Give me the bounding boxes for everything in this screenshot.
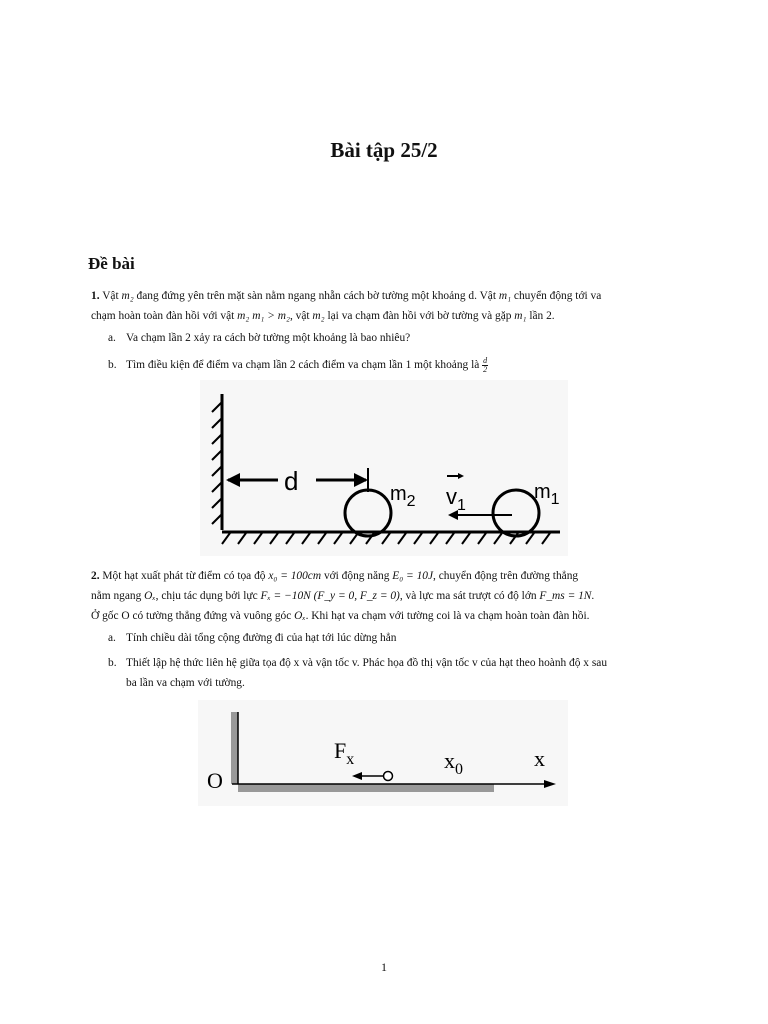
text-run: nằm ngang [91, 590, 145, 602]
figure-background [200, 380, 568, 556]
text-run: , và lực ma sát trượt có độ lớn [399, 590, 540, 602]
wall-hatching [211, 401, 223, 525]
item-text: Thiết lập hệ thức liên hệ giữa tọa độ x … [126, 657, 608, 669]
item-text: Tính chiều dài tổng cộng đường đi của hạ… [126, 632, 397, 644]
text-run: , chuyển động trên đường thẳng [433, 570, 579, 582]
text-run: đang đứng yên trên mặt sàn nằm ngang nhẵ… [133, 290, 499, 302]
item-label: a. [108, 632, 116, 644]
math-run: E₀ = 10J [392, 570, 434, 582]
text-run: , vật [289, 310, 313, 322]
math-run: m₂ [121, 290, 134, 302]
page-title: Bài tập 25/2 [330, 138, 438, 162]
text-run: . [591, 590, 595, 602]
ball-m1 [491, 488, 541, 538]
text-run: lại va chạm đàn hồi với bờ tường và gặp [324, 310, 515, 322]
item-text: Tìm điều kiện để điểm va chạm lần 2 cách… [126, 359, 483, 371]
math-run: m₂ [312, 310, 325, 322]
fraction-numerator: d [482, 355, 489, 366]
text-run: Ở gốc O có tường thẳng đứng và vuông góc [91, 610, 295, 622]
math-run: Oₓ [294, 610, 306, 622]
x-axis-arrow [544, 780, 556, 788]
list-item: a. Va chạm lần 2 xảy ra cách bờ tường một… [108, 328, 679, 348]
label-fx-sub: x [346, 751, 354, 768]
label-m1-main: m [534, 481, 551, 503]
label-fx: Fx [334, 738, 354, 768]
problem-number: 2. [91, 570, 100, 582]
math-run: m₁ [498, 290, 512, 302]
item-label: b. [108, 657, 117, 669]
vector-bar-tip [458, 473, 464, 479]
problem-2-text: 2. Một hạt xuất phát từ điểm có tọa độ x… [91, 566, 679, 626]
label-d: d [284, 466, 298, 496]
floor-shading [238, 784, 494, 792]
label-m1-sub: 1 [551, 491, 560, 508]
math-run: Oₓ [144, 590, 156, 602]
label-m2-sub: 2 [407, 493, 416, 510]
text-run: chạm hoàn toàn đàn hồi với vật [91, 310, 238, 322]
wall-shading [231, 712, 238, 784]
text-run: , chịu tác dụng bởi lực [155, 590, 261, 602]
list-item: b. Tìm điều kiện để điểm va chạm lần 2 cá… [108, 355, 679, 375]
figure-2: O Fx x0 x [198, 700, 568, 806]
text-run: chuyển động tới va [511, 290, 602, 302]
label-m2-main: m [390, 483, 407, 505]
particle [382, 770, 394, 782]
text-run: lần 2. [526, 310, 555, 322]
label-v1: v1 [446, 484, 466, 514]
math-run: Fₓ = −10N (F_y = 0, F_z = 0) [260, 590, 400, 602]
label-x-axis: x [534, 746, 545, 771]
label-x0-main: x [444, 748, 455, 773]
math-run: m₂ m₁ > m₂ [237, 310, 290, 322]
label-m2: m2 [390, 483, 416, 510]
problem-number: 1. [91, 290, 100, 302]
label-origin: O [207, 768, 223, 793]
label-v1-main: v [446, 484, 457, 509]
force-arrow-head [352, 772, 362, 780]
page-number: 1 [381, 960, 387, 974]
item-text: Va chạm lần 2 xảy ra cách bờ tường một k… [126, 332, 411, 344]
label-x0: x0 [444, 748, 463, 778]
ball-m2 [343, 488, 393, 538]
label-x0-sub: 0 [455, 761, 463, 778]
list-item: a. Tính chiều dài tổng cộng đường đi của … [108, 628, 679, 648]
text-run: Một hạt xuất phát từ điểm có tọa độ [99, 570, 269, 582]
text-run: Vật [102, 290, 122, 302]
problem-1-text: 1. Vật m₂ đang đứng yên trên mặt sàn nằm… [91, 286, 679, 326]
distance-arrow-right [354, 473, 368, 487]
label-fx-main: F [334, 738, 346, 763]
math-run: m₁ [514, 310, 527, 322]
fraction-denominator: 2 [483, 364, 488, 374]
label-v1-sub: 1 [457, 497, 466, 514]
math-run: x₀ = 100cm [268, 570, 322, 582]
velocity-arrow-head [448, 510, 458, 520]
section-heading: Đề bài [88, 254, 135, 273]
item-label: b. [108, 359, 117, 371]
label-m1: m1 [534, 481, 560, 508]
text-run: . Khi hạt va chạm với tường coi là va ch… [305, 610, 590, 622]
distance-arrow-left [226, 473, 240, 487]
list-item: b. Thiết lập hệ thức liên hệ giữa tọa độ … [108, 653, 679, 693]
math-run: F_ms = 1N [539, 590, 592, 602]
item-text-continued: ba lần va chạm với tường. [126, 677, 245, 689]
text-run: với động năng [321, 570, 393, 582]
item-label: a. [108, 332, 116, 344]
figure-1: d m2 v1 m1 [200, 380, 568, 556]
